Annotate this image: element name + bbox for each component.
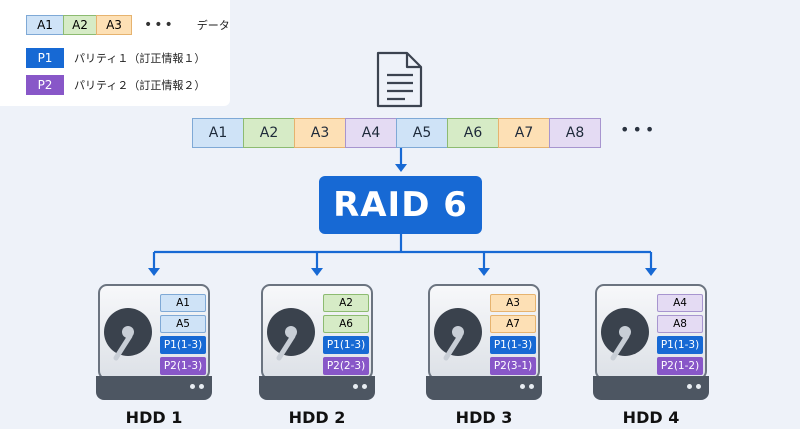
hdd-base [259, 376, 375, 400]
slot-p2: P2(2-3) [323, 357, 369, 375]
hdd-3: A3 A7 P1(1-3) P2(3-1) [426, 284, 542, 406]
platter-icon [434, 308, 482, 361]
slot-p2: P2(1-2) [657, 357, 703, 375]
hdd-1: A1 A5 P1(1-3) P2(1-3) [96, 284, 212, 406]
legend-p1-badge: P1 [26, 48, 64, 68]
led-icon [687, 384, 692, 389]
slot-data: A2 [323, 294, 369, 312]
legend: A1 A2 A3 ••• データ P1 パリティ１（訂正情報１） P2 パリティ… [0, 0, 230, 106]
legend-p1-row: P1 パリティ１（訂正情報１） [26, 48, 205, 68]
hard-disk-icon: A1 A5 P1(1-3) P2(1-3) [98, 284, 210, 380]
led-icon [199, 384, 204, 389]
hdd-2: A2 A6 P1(1-3) P2(2-3) [259, 284, 375, 406]
strip-dots: ••• [620, 120, 658, 139]
slot-p1: P1(1-3) [160, 336, 206, 354]
slot-p1: P1(1-3) [490, 336, 536, 354]
hdd-slots: A4 A8 P1(1-3) P2(1-2) [657, 294, 703, 378]
legend-data-row: A1 A2 A3 ••• データ [26, 15, 230, 35]
legend-block-a2: A2 [63, 15, 97, 35]
legend-p2-row: P2 パリティ２（訂正情報２） [26, 75, 205, 95]
hdd-4: A4 A8 P1(1-3) P2(1-2) [593, 284, 709, 406]
hdd-slots: A2 A6 P1(1-3) P2(2-3) [323, 294, 369, 378]
legend-data-text: データ [196, 19, 230, 32]
hdd-base [593, 376, 709, 400]
led-icon [696, 384, 701, 389]
legend-p1-text: パリティ１（訂正情報１） [74, 52, 206, 65]
hdd-slots: A3 A7 P1(1-3) P2(3-1) [490, 294, 536, 378]
slot-data: A7 [490, 315, 536, 333]
slot-p1: P1(1-3) [657, 336, 703, 354]
hdd-4-label: HDD 4 [622, 408, 680, 427]
hdd-slots: A1 A5 P1(1-3) P2(1-3) [160, 294, 206, 378]
slot-data: A4 [657, 294, 703, 312]
hdd-base [96, 376, 212, 400]
slot-p2: P2(1-3) [160, 357, 206, 375]
strip-cell: A5 [396, 118, 448, 148]
strip-cell: A1 [192, 118, 244, 148]
led-icon [520, 384, 525, 389]
legend-block-a1: A1 [26, 15, 64, 35]
slot-data: A6 [323, 315, 369, 333]
raid-6-box: RAID 6 [319, 176, 482, 234]
hdd-base [426, 376, 542, 400]
strip-cell: A4 [345, 118, 397, 148]
legend-p2-badge: P2 [26, 75, 64, 95]
hdd-2-label: HDD 2 [288, 408, 346, 427]
arrow-down-icon [395, 164, 407, 172]
slot-p1: P1(1-3) [323, 336, 369, 354]
hard-disk-icon: A4 A8 P1(1-3) P2(1-2) [595, 284, 707, 380]
strip-cell: A2 [243, 118, 295, 148]
strip-cell: A6 [447, 118, 499, 148]
strip-cell: A8 [549, 118, 601, 148]
hard-disk-icon: A3 A7 P1(1-3) P2(3-1) [428, 284, 540, 380]
platter-icon [267, 308, 315, 361]
led-icon [190, 384, 195, 389]
legend-p2-text: パリティ２（訂正情報２） [74, 79, 206, 92]
platter-icon [601, 308, 649, 361]
strip-cell: A3 [294, 118, 346, 148]
hdd-3-label: HDD 3 [455, 408, 513, 427]
strip-cell: A7 [498, 118, 550, 148]
hard-disk-icon: A2 A6 P1(1-3) P2(2-3) [261, 284, 373, 380]
led-icon [362, 384, 367, 389]
legend-dots: ••• [144, 17, 175, 33]
legend-block-a3: A3 [96, 15, 132, 35]
slot-data: A5 [160, 315, 206, 333]
branch-arrows [148, 252, 657, 276]
data-strip: A1 A2 A3 A4 A5 A6 A7 A8 [192, 118, 601, 148]
slot-data: A1 [160, 294, 206, 312]
hdd-1-label: HDD 1 [125, 408, 183, 427]
led-icon [353, 384, 358, 389]
platter-icon [104, 308, 152, 361]
led-icon [529, 384, 534, 389]
slot-data: A3 [490, 294, 536, 312]
slot-data: A8 [657, 315, 703, 333]
document-icon [376, 51, 423, 108]
slot-p2: P2(3-1) [490, 357, 536, 375]
